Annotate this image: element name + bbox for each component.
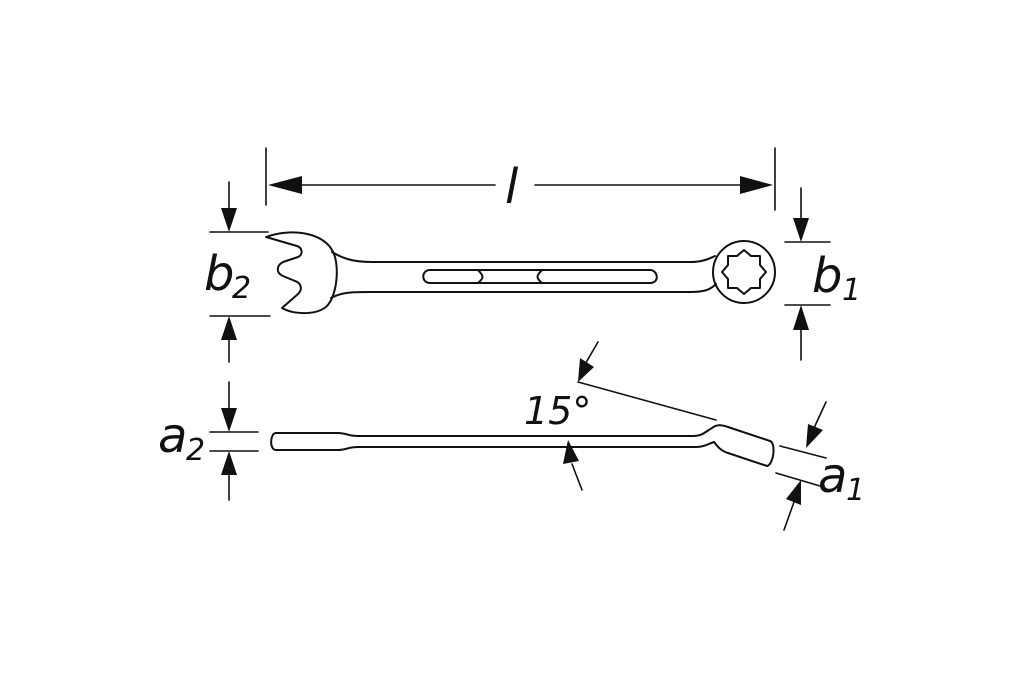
arrowhead-icon: [563, 440, 579, 464]
arrowhead-icon: [221, 451, 237, 475]
open-end-head: [265, 231, 338, 315]
a1-extension-top: [779, 445, 827, 459]
shank-slot-inner: [477, 269, 543, 284]
ring-12-point-opening: [721, 249, 767, 295]
arrowhead-icon: [793, 305, 809, 330]
arrowhead-icon: [221, 316, 237, 340]
arrowhead-icon: [268, 176, 302, 194]
b2-dimension: b 2: [204, 181, 271, 363]
arrowhead-icon: [740, 176, 773, 194]
length-dimension: l: [265, 147, 776, 215]
side-shank-top: [337, 427, 713, 437]
arrowhead-icon: [786, 480, 801, 505]
side-ring-end: [711, 424, 775, 467]
angle-dimension: 15°: [524, 341, 717, 491]
angle-label: 15°: [524, 389, 591, 433]
a2-label-sub: 2: [186, 433, 205, 468]
angle-reference-line: [577, 381, 717, 421]
a1-leader-bottom: [783, 501, 795, 531]
wrench-side-view: [270, 424, 775, 467]
b1-label-sub: 1: [842, 273, 861, 308]
b1-dimension: b 1: [784, 187, 861, 361]
shank-slot: [422, 269, 658, 284]
side-shank-bottom: [337, 441, 715, 451]
ring-end-head: [712, 240, 776, 304]
a1-dimension: a 1: [775, 401, 865, 531]
arrowhead-icon: [221, 408, 237, 432]
a1-label-base: a: [818, 448, 847, 504]
b2-label-sub: 2: [232, 271, 251, 306]
angle-leader-top: [583, 341, 599, 367]
side-open-end: [270, 432, 339, 451]
b2-label-base: b: [204, 246, 234, 302]
a1-label-sub: 1: [846, 473, 865, 508]
a1-leader-top: [813, 401, 827, 429]
arrowhead-icon: [793, 218, 809, 242]
length-label: l: [505, 159, 519, 215]
wrench-top-view: [265, 231, 776, 315]
shank-bottom-edge: [330, 283, 717, 299]
angle-leader-bottom: [571, 463, 583, 491]
arrowhead-icon: [578, 358, 594, 382]
a1-extension-bottom: [775, 472, 821, 487]
b1-label-base: b: [812, 248, 842, 304]
arrowhead-icon: [221, 208, 237, 232]
shank-top-edge: [331, 251, 716, 263]
a2-label-base: a: [158, 408, 187, 464]
a2-dimension: a 2: [158, 381, 259, 501]
arrowhead-icon: [806, 424, 823, 448]
